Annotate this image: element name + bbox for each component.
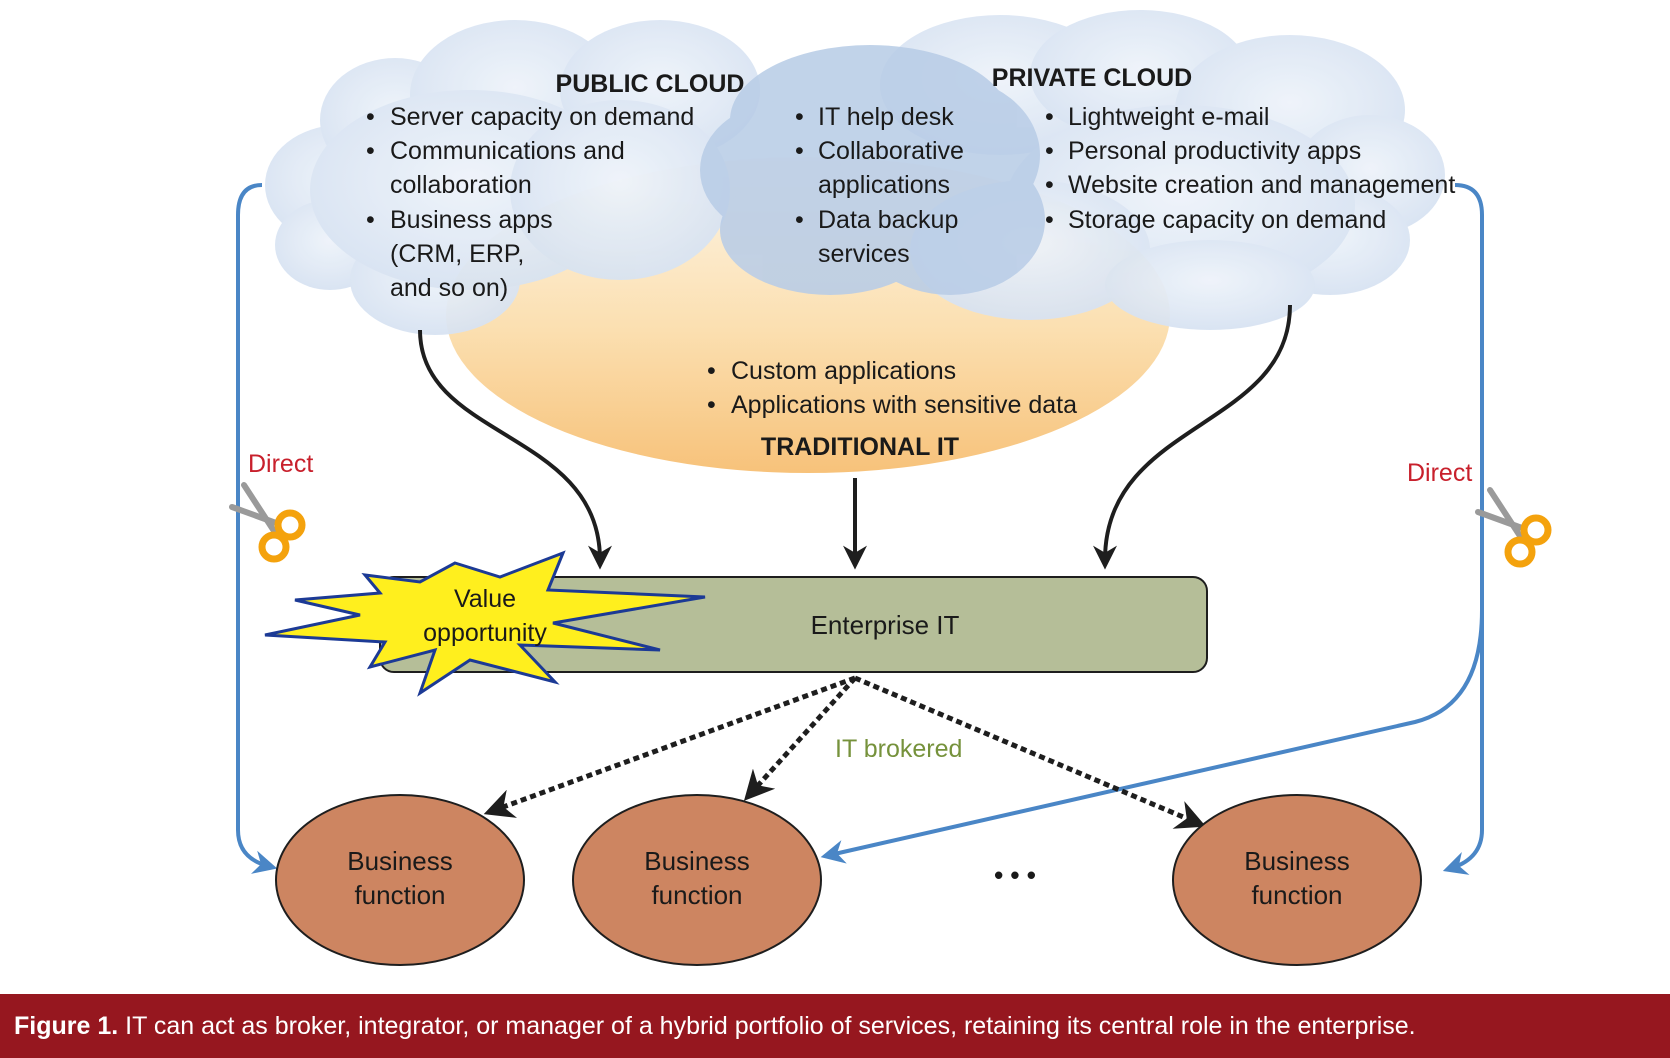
business-function-line2: function: [1251, 880, 1342, 910]
private-cloud-item: Lightweight e-mail: [1068, 103, 1270, 131]
bullet: •: [795, 137, 804, 165]
direct-label-right: Direct: [1407, 459, 1472, 487]
bullet: •: [366, 103, 375, 131]
shared-cloud-item: applications: [818, 171, 950, 199]
bullet: •: [795, 206, 804, 234]
public-cloud-item: Server capacity on demand: [390, 103, 694, 131]
public-cloud-item: (CRM, ERP,: [390, 240, 524, 268]
private-cloud-title: PRIVATE CLOUD: [992, 64, 1192, 92]
business-function-line1: Business: [644, 846, 750, 876]
direct-arrow-diagonal: [820, 609, 1484, 864]
bullet: •: [1045, 206, 1054, 234]
business-function-line2: function: [354, 880, 445, 910]
brokered-arrow-left: [483, 675, 856, 818]
direct-label-left: Direct: [248, 450, 313, 478]
bullet: •: [1045, 103, 1054, 131]
enterprise-it-label: Enterprise IT: [811, 610, 960, 640]
private-cloud-list: • Lightweight e-mail • Personal producti…: [1045, 103, 1455, 234]
business-function-line2: function: [651, 880, 742, 910]
caption-text: IT can act as broker, integrator, or man…: [118, 1012, 1416, 1040]
direct-arrow-left: [236, 183, 278, 874]
value-opportunity-starburst: [264, 550, 706, 697]
traditional-it-list: • Custom applications • Applications wit…: [707, 357, 1077, 419]
bullet: •: [1045, 137, 1054, 165]
business-function-2: Business function: [572, 794, 822, 966]
business-function-3: Business function: [1172, 794, 1422, 966]
traditional-it-title: TRADITIONAL IT: [761, 433, 959, 461]
public-cloud-item: collaboration: [390, 171, 532, 199]
shared-cloud-item: IT help desk: [818, 103, 954, 131]
figure-caption: Figure 1. IT can act as broker, integrat…: [0, 994, 1670, 1058]
bullet: •: [795, 103, 804, 131]
business-function-1: Business function: [275, 794, 525, 966]
it-brokered-label: IT brokered: [835, 735, 962, 763]
value-opportunity-line2: opportunity: [423, 619, 547, 647]
traditional-it-item: Applications with sensitive data: [731, 391, 1077, 419]
brokered-arrow-middle: [743, 676, 857, 801]
bullet: •: [707, 391, 716, 419]
public-cloud-item: and so on): [390, 274, 508, 302]
business-function-line1: Business: [1244, 846, 1350, 876]
traditional-it-item: Custom applications: [731, 357, 956, 385]
private-cloud-item: Personal productivity apps: [1068, 137, 1361, 165]
public-cloud-shape: [265, 20, 760, 335]
private-cloud-item: Website creation and management: [1068, 171, 1455, 199]
shared-cloud-item: Collaborative: [818, 137, 964, 165]
shared-cloud-item: services: [818, 240, 910, 268]
private-cloud-arrow: [1093, 304, 1292, 570]
public-cloud-item: Business apps: [390, 206, 553, 234]
public-cloud-arrow: [418, 329, 612, 570]
public-cloud-item: Communications and: [390, 137, 625, 165]
value-opportunity-line1: Value: [454, 585, 516, 613]
scissors-icon-right: [1475, 487, 1552, 568]
direct-arrow-right: [1442, 183, 1484, 875]
caption-label: Figure 1.: [14, 1012, 119, 1040]
it-brokered-arrows: [483, 675, 1207, 829]
more-functions-ellipsis: • • •: [994, 860, 1036, 890]
bullet: •: [1045, 171, 1054, 199]
private-cloud-item: Storage capacity on demand: [1068, 206, 1386, 234]
public-cloud-title: PUBLIC CLOUD: [556, 70, 745, 98]
bullet: •: [366, 137, 375, 165]
brokered-arrow-right: [854, 675, 1207, 829]
shared-cloud-list: • IT help desk • Collaborative applicati…: [795, 103, 964, 268]
scissors-icon-left: [229, 482, 306, 563]
bullet: •: [707, 357, 716, 385]
bullet: •: [366, 206, 375, 234]
public-cloud-list: • Server capacity on demand • Communicat…: [366, 103, 694, 302]
shared-cloud-shape: [700, 45, 1045, 295]
hybrid-it-diagram: PUBLIC CLOUD • Server capacity on demand…: [229, 10, 1552, 966]
business-function-line1: Business: [347, 846, 453, 876]
shared-cloud-item: Data backup: [818, 206, 958, 234]
